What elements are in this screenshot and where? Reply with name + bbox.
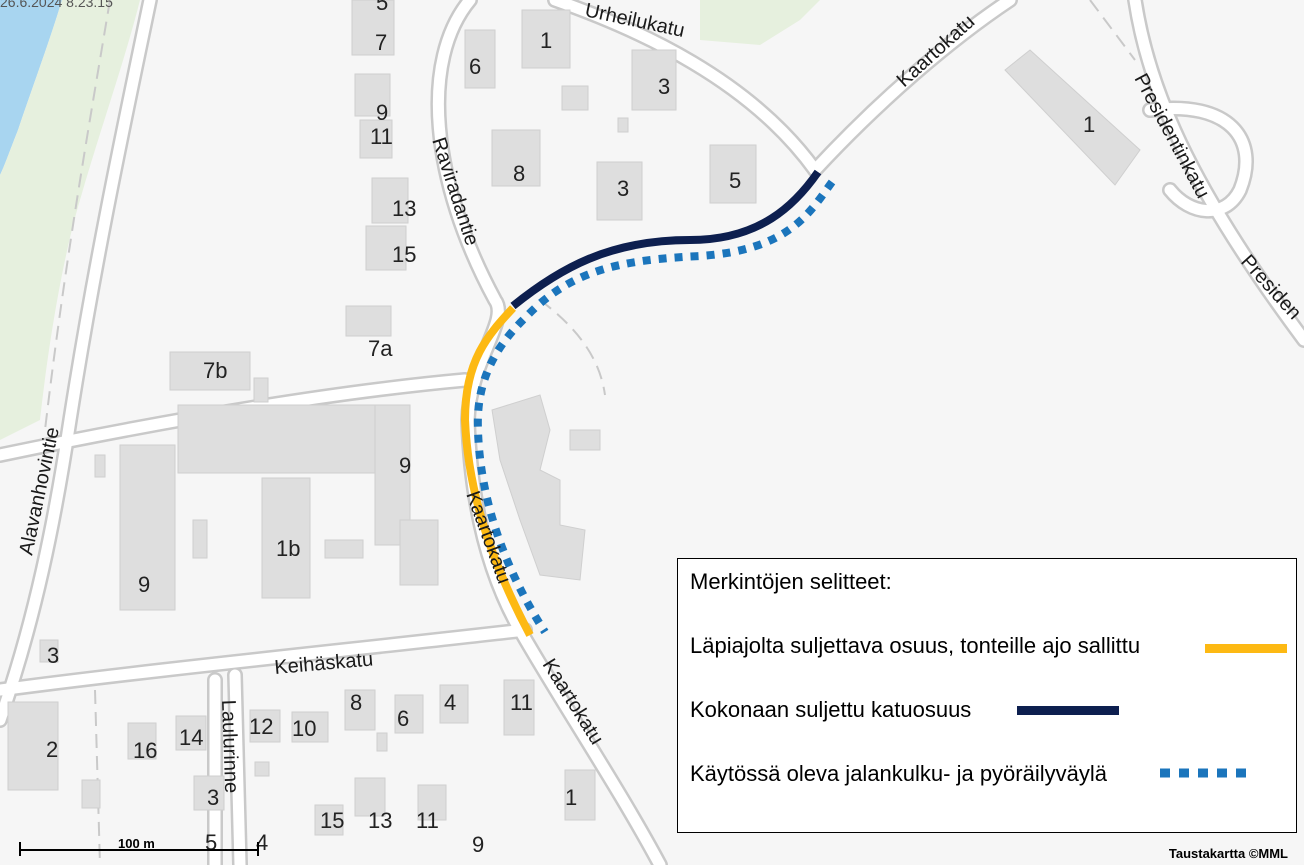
svg-text:12: 12 — [249, 714, 273, 739]
house-numbers: 5 7 1 6 3 9 11 8 3 5 1 13 15 7a 7b 9 1b … — [46, 0, 1095, 857]
svg-text:8: 8 — [513, 161, 525, 186]
svg-text:11: 11 — [370, 124, 393, 149]
svg-text:5: 5 — [729, 168, 741, 193]
svg-text:9: 9 — [472, 832, 484, 857]
full-closure-line — [510, 169, 822, 310]
svg-text:6: 6 — [397, 706, 409, 731]
legend-item-pedestrian-route: Käytössä oleva jalankulku- ja pyöräilyvä… — [690, 761, 1107, 787]
map-legend: Merkintöjen selitteet: Läpiajolta suljet… — [677, 558, 1297, 833]
svg-text:15: 15 — [392, 242, 416, 267]
legend-swatch-partial-closure — [1205, 644, 1287, 653]
legend-label: Käytössä oleva jalankulku- ja pyöräilyvä… — [690, 761, 1107, 786]
legend-swatch-full-closure — [1017, 706, 1119, 715]
svg-text:5: 5 — [205, 830, 217, 855]
svg-text:Presiden: Presiden — [1236, 251, 1304, 324]
legend-label: Kokonaan suljettu katuosuus — [690, 697, 972, 722]
svg-text:9: 9 — [399, 453, 411, 478]
copyright-text: Taustakartta ©MML — [1168, 846, 1288, 861]
svg-text:7b: 7b — [203, 358, 227, 383]
svg-text:4: 4 — [444, 690, 456, 715]
buildings — [7, 0, 1141, 836]
svg-text:13: 13 — [392, 196, 416, 221]
legend-item-partial-closure: Läpiajolta suljettava osuus, tonteille a… — [690, 633, 1140, 659]
lake-area — [0, 0, 62, 175]
svg-text:6: 6 — [469, 54, 481, 79]
svg-text:1: 1 — [1083, 112, 1095, 137]
svg-text:7a: 7a — [368, 336, 393, 361]
svg-text:9: 9 — [376, 100, 388, 125]
svg-text:11: 11 — [510, 690, 533, 715]
svg-text:11: 11 — [416, 808, 439, 833]
svg-text:14: 14 — [179, 725, 203, 750]
svg-text:3: 3 — [617, 176, 629, 201]
scale-bar — [19, 842, 259, 856]
svg-text:15: 15 — [320, 808, 344, 833]
svg-text:1b: 1b — [276, 536, 300, 561]
svg-text:4: 4 — [256, 830, 268, 855]
svg-text:3: 3 — [658, 74, 670, 99]
svg-text:1: 1 — [540, 28, 552, 53]
partial-closure-line — [460, 305, 534, 637]
legend-swatch-pedestrian-route — [1160, 768, 1250, 778]
legend-label: Läpiajolta suljettava osuus, tonteille a… — [690, 633, 1141, 658]
park-area — [0, 0, 140, 440]
legend-item-full-closure: Kokonaan suljettu katuosuus — [690, 697, 971, 723]
svg-text:3: 3 — [47, 643, 59, 668]
svg-text:9: 9 — [138, 572, 150, 597]
svg-text:Kaartokatu: Kaartokatu — [893, 11, 980, 92]
park-area-ne — [700, 0, 820, 45]
scale-label: 100 m — [118, 836, 155, 851]
map-timestamp: 26.6.2024 8.23.15 — [0, 0, 113, 10]
svg-text:8: 8 — [350, 690, 362, 715]
svg-text:10: 10 — [292, 716, 316, 741]
svg-text:Kaartokatu: Kaartokatu — [538, 655, 608, 749]
svg-text:13: 13 — [368, 808, 392, 833]
svg-text:1: 1 — [565, 785, 577, 810]
svg-text:Laulurinne: Laulurinne — [217, 699, 242, 793]
svg-text:5: 5 — [376, 0, 388, 15]
svg-text:2: 2 — [46, 737, 58, 762]
svg-text:7: 7 — [375, 30, 387, 55]
svg-text:16: 16 — [133, 738, 157, 763]
legend-title: Merkintöjen selitteet: — [690, 569, 892, 594]
svg-text:3: 3 — [207, 785, 219, 810]
pedestrian-route-line — [473, 179, 836, 635]
